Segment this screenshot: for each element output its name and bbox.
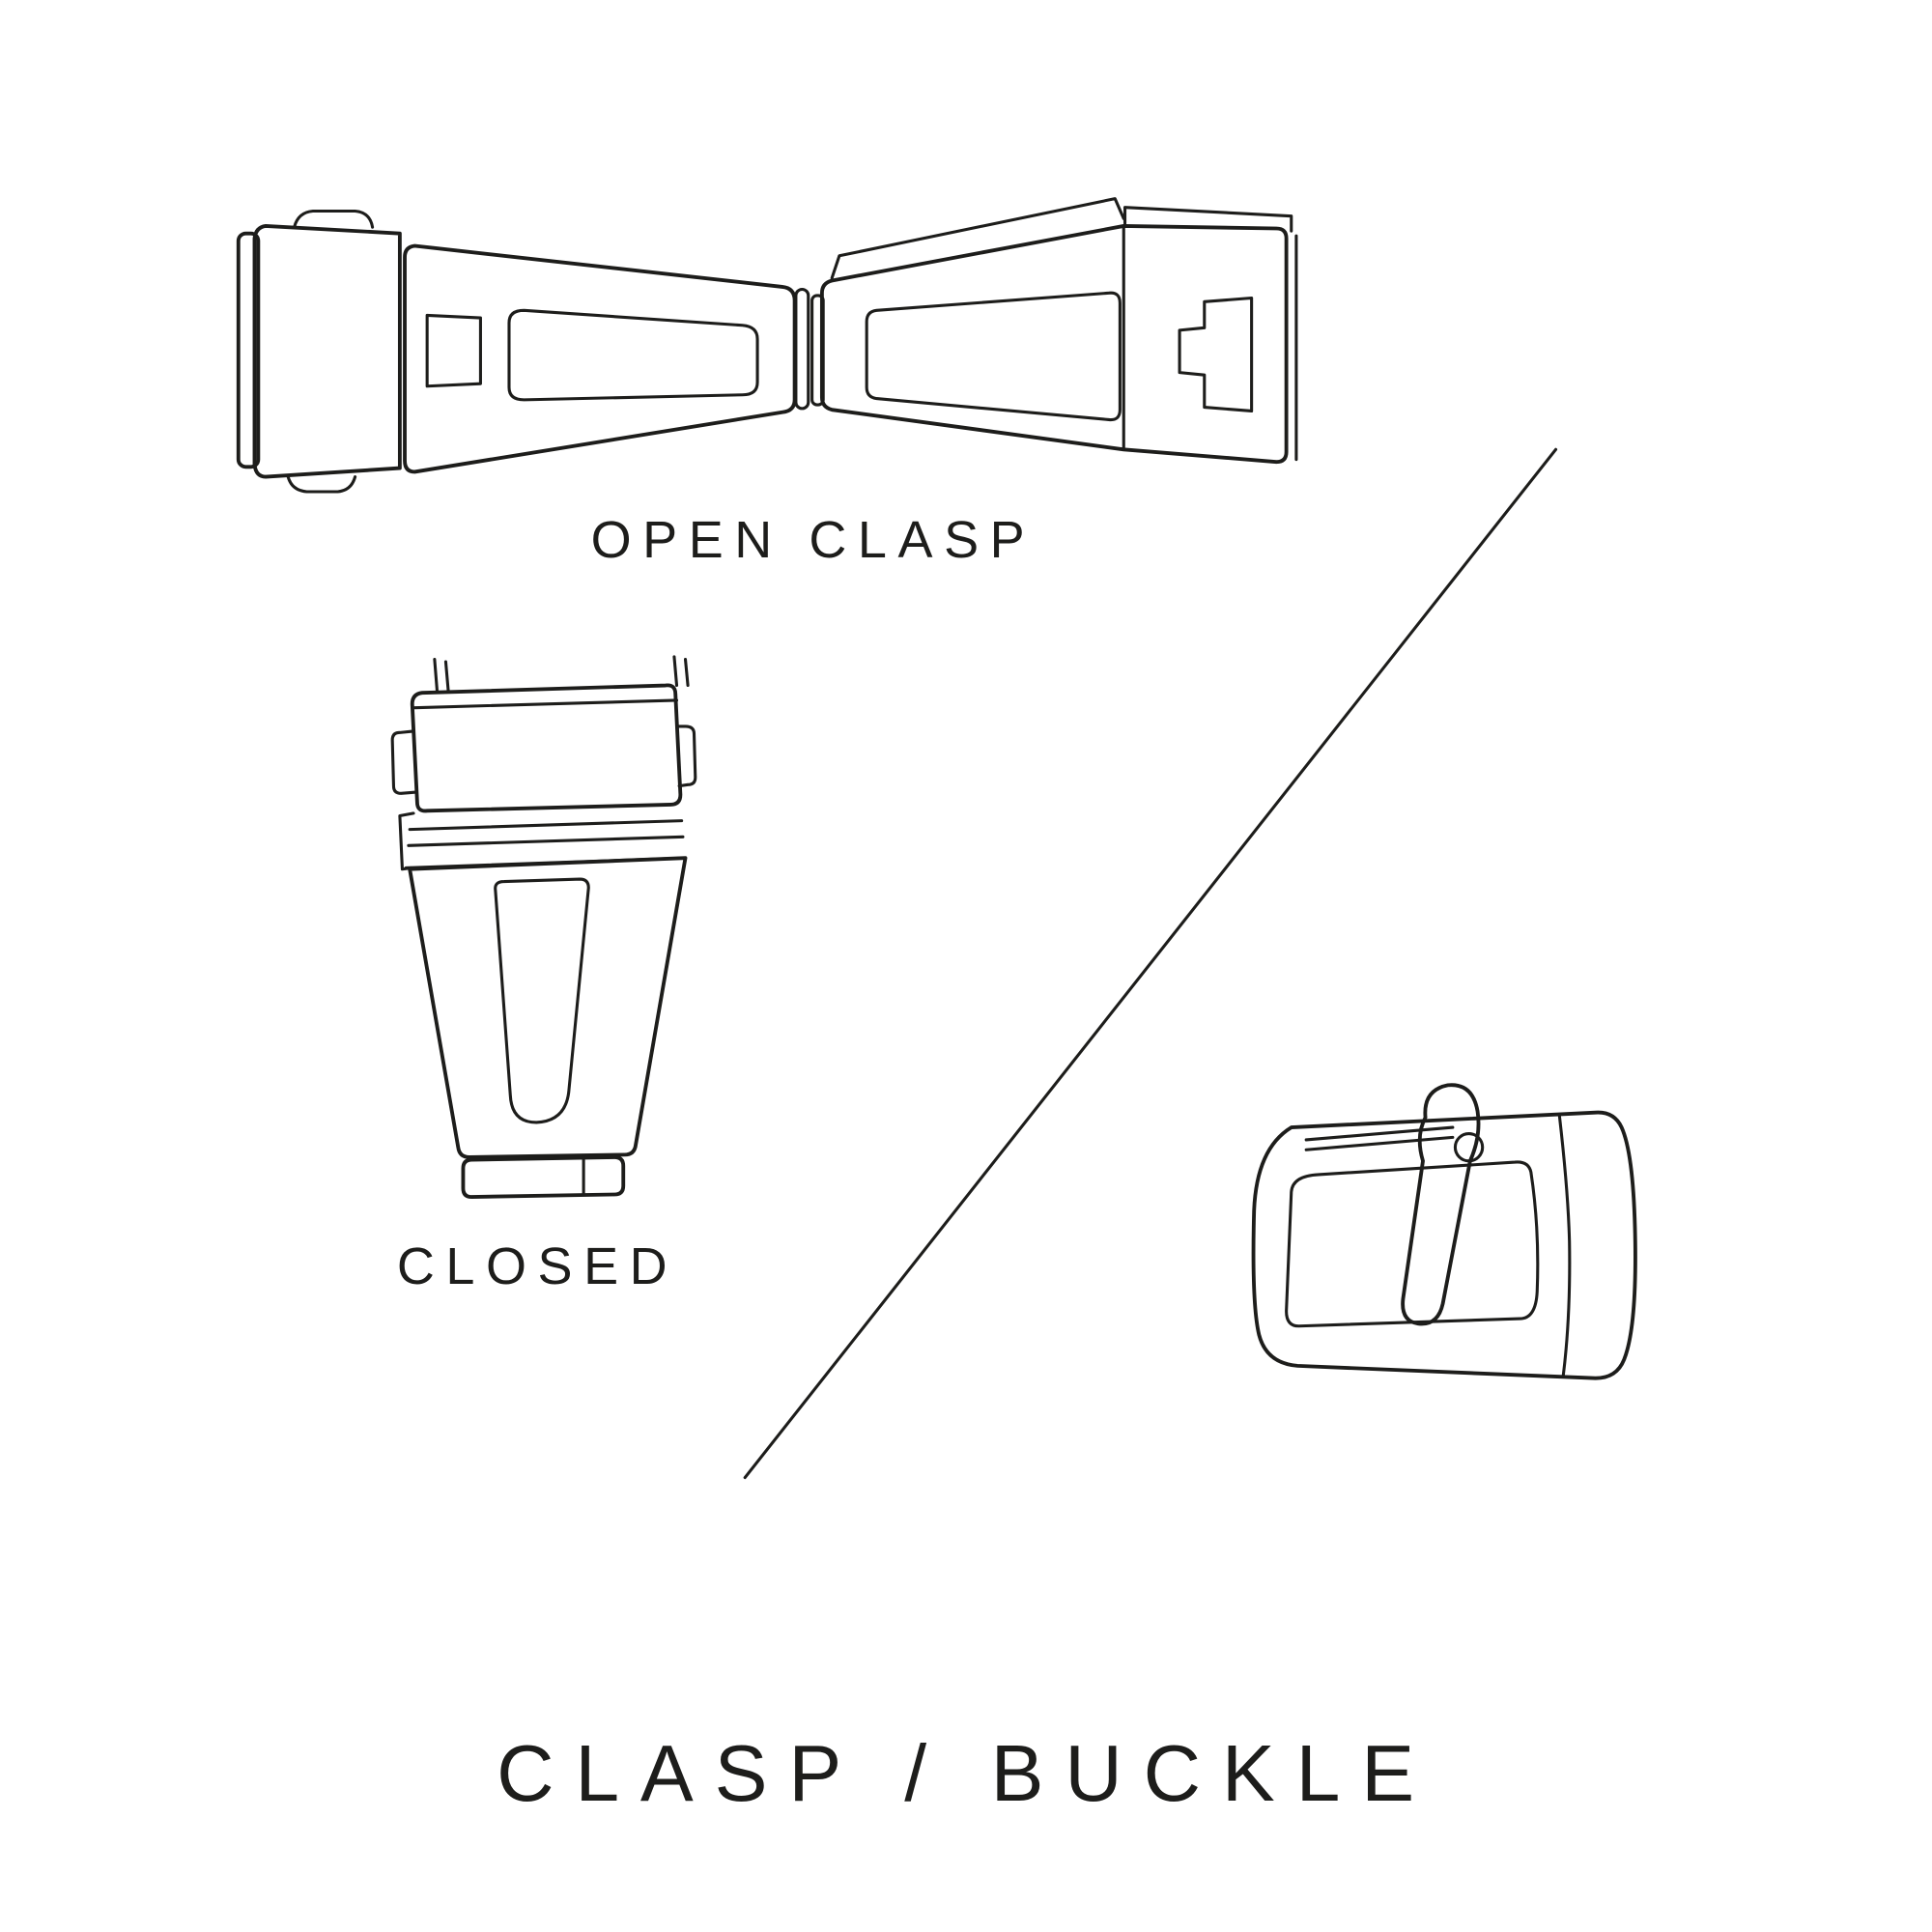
closed-clasp-left-prong bbox=[433, 657, 450, 693]
open-clasp-left-bar bbox=[236, 231, 261, 469]
closed-clasp-top-box-line bbox=[412, 698, 679, 710]
closed-clasp-band-line-1 bbox=[408, 819, 684, 832]
closed-clasp-right-prong bbox=[672, 655, 690, 688]
tang-buckle-illustration bbox=[1251, 1083, 1637, 1380]
closed-clasp-top-box bbox=[410, 683, 683, 813]
closed-clasp-body bbox=[408, 856, 688, 1159]
closed-clasp-band-line-2 bbox=[407, 835, 685, 847]
open-clasp-left-arm-inner bbox=[507, 308, 759, 402]
closed-clasp-bottom-bar bbox=[461, 1155, 626, 1200]
diagonal-divider-line bbox=[743, 447, 1558, 1480]
open-clasp-right-arm-inner bbox=[865, 291, 1122, 422]
closed-clasp-band-left-tab bbox=[398, 811, 415, 871]
closed-clasp-body-inner bbox=[494, 877, 590, 1124]
buckle-prong bbox=[1401, 1083, 1481, 1326]
open-clasp-right-flange bbox=[830, 197, 1125, 280]
buckle-pin-bar bbox=[1304, 1125, 1455, 1151]
closed-clasp-left-tab bbox=[390, 729, 418, 795]
open-clasp-top-bump bbox=[293, 209, 375, 229]
closed-label: CLOSED bbox=[397, 1237, 678, 1295]
buckle-frame bbox=[1251, 1110, 1637, 1380]
open-clasp-illustration bbox=[236, 197, 1298, 494]
buckle-right-band-line bbox=[1557, 1114, 1572, 1378]
open-clasp-catch-notch bbox=[425, 313, 482, 388]
closed-deployant-clasp-illustration bbox=[390, 655, 697, 1200]
open-clasp-left-plate bbox=[252, 224, 402, 479]
buckle-inner-opening bbox=[1285, 1160, 1540, 1328]
open-clasp-right-top-strip bbox=[1122, 206, 1293, 233]
closed-clasp-right-tab bbox=[676, 724, 697, 788]
open-clasp-right-arm bbox=[819, 224, 1289, 465]
open-clasp-hook-detail bbox=[1178, 296, 1254, 412]
page-title: CLASP / BUCKLE bbox=[497, 1730, 1435, 1818]
open-clasp-label: OPEN CLASP bbox=[591, 511, 1037, 569]
open-clasp-bottom-bump bbox=[286, 475, 357, 494]
open-clasp-left-arm bbox=[403, 243, 797, 474]
open-clasp-hinge-left bbox=[794, 287, 810, 411]
